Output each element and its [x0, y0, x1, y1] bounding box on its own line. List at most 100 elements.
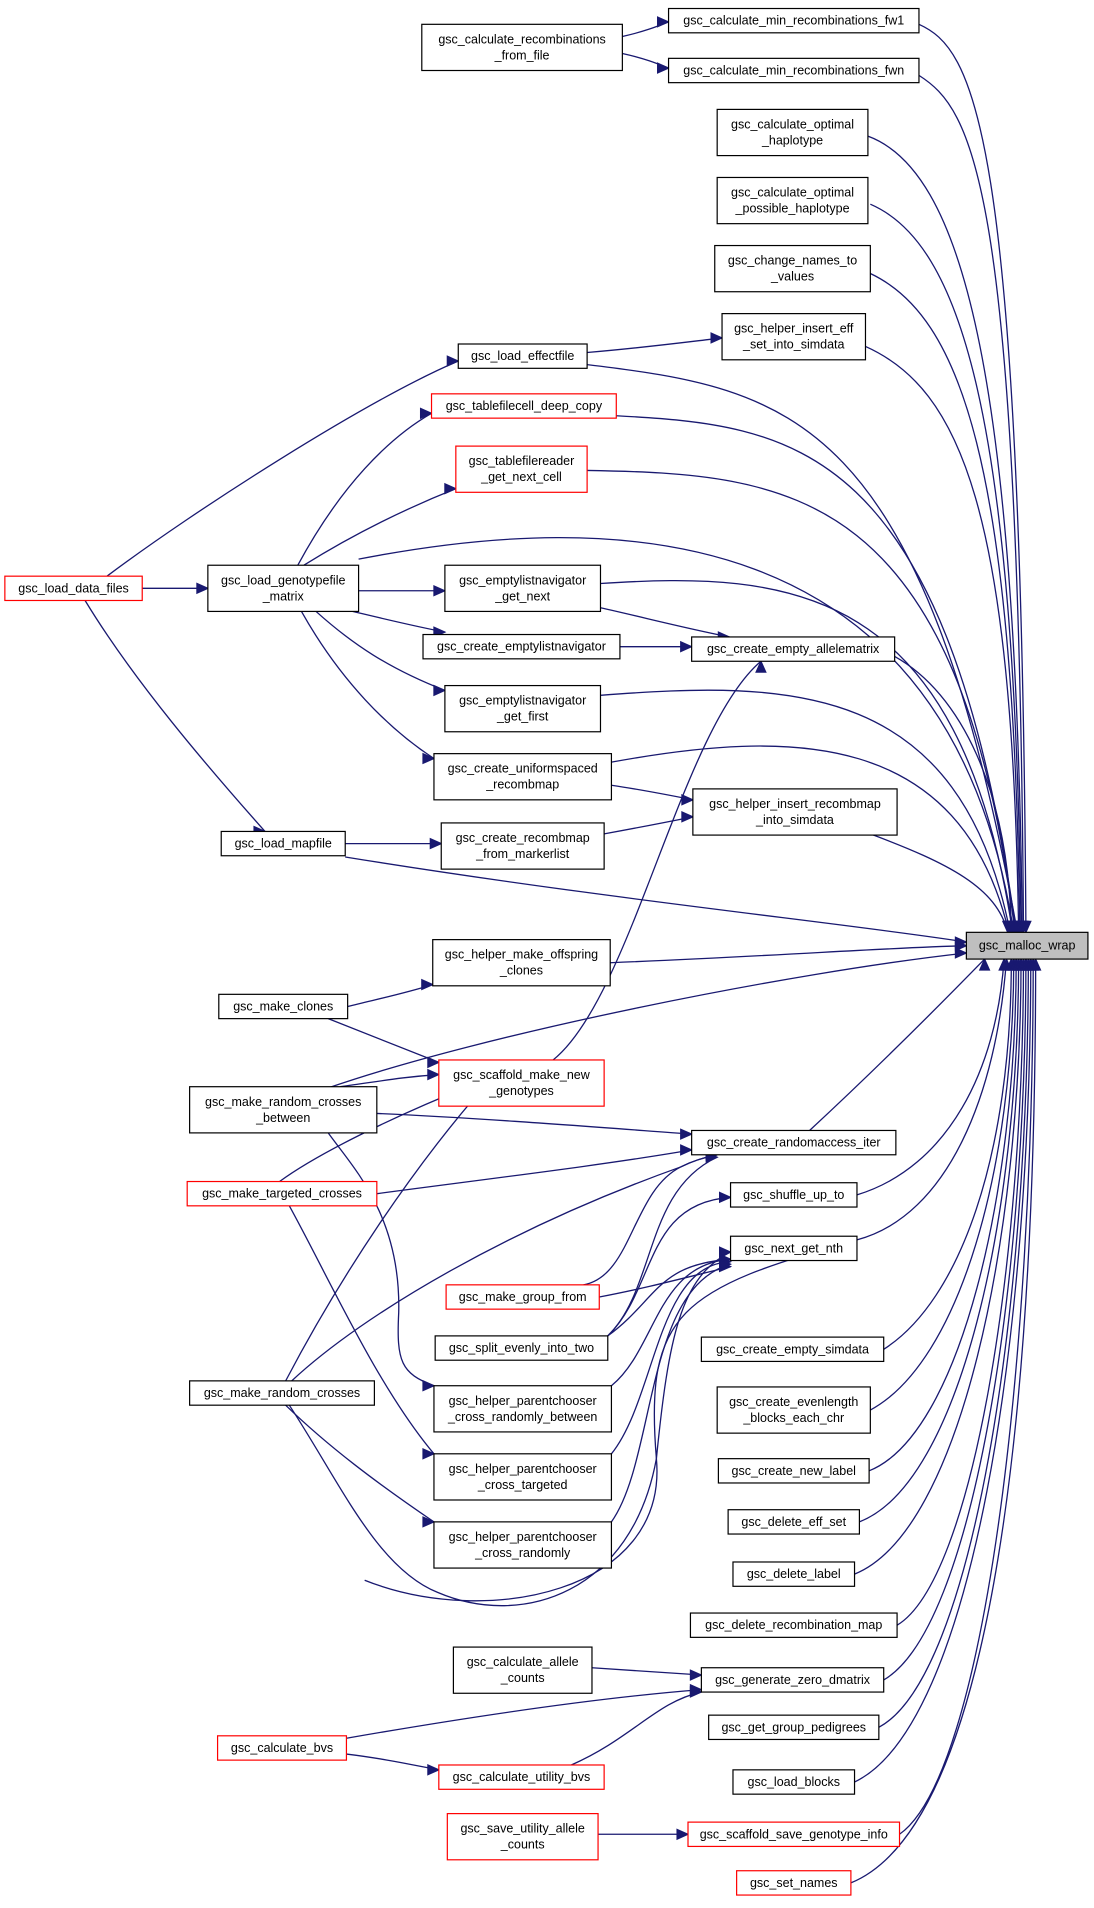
node-label: gsc_load_data_files [18, 581, 129, 595]
graph-node-gsc-create-empty-allelematrix[interactable]: gsc_create_empty_allelematrix [691, 636, 896, 662]
call-edge [810, 957, 991, 1130]
call-edge [345, 837, 443, 850]
call-edge [377, 1113, 694, 1140]
node-label: gsc_calculate_utility_bvs [453, 1770, 591, 1784]
graph-node-gsc-calculate-allele-counts[interactable]: gsc_calculate_allele_counts [452, 1646, 593, 1694]
graph-node-gsc-calculate-bvs[interactable]: gsc_calculate_bvs [216, 1735, 348, 1761]
graph-node-gsc-generate-zero-dmatrix[interactable]: gsc_generate_zero_dmatrix [700, 1667, 885, 1693]
graph-node-gsc-helper-parentchooser-cross-targeted[interactable]: gsc_helper_parentchooser_cross_targeted [433, 1453, 613, 1501]
graph-node-gsc-create-randomaccess-iter[interactable]: gsc_create_randomaccess_iter [691, 1129, 897, 1156]
node-box [729, 1235, 858, 1262]
graph-node-gsc-delete-recombination-map[interactable]: gsc_delete_recombination_map [689, 1612, 898, 1638]
graph-node-gsc-load-effectfile[interactable]: gsc_load_effectfile [457, 343, 588, 369]
node-box [691, 636, 896, 662]
graph-node-gsc-helper-insert-recombmap-into-simdata[interactable]: gsc_helper_insert_recombmap_into_simdata [692, 788, 898, 836]
graph-node-gsc-tablefilereader-get-next-cell[interactable]: gsc_tablefilereader_get_next_cell [455, 445, 588, 493]
call-edge [359, 584, 447, 597]
node-label: gsc_set_names [750, 1876, 838, 1890]
call-edge [610, 939, 968, 963]
graph-node-gsc-create-emptylistnavigator[interactable]: gsc_create_emptylistnavigator [422, 633, 621, 660]
node-label: gsc_split_evenly_into_two [449, 1341, 594, 1355]
node-label: _set_into_simdata [742, 338, 845, 352]
graph-node-gsc-set-names[interactable]: gsc_set_names [736, 1870, 852, 1896]
graph-node-gsc-load-blocks[interactable]: gsc_load_blocks [732, 1769, 856, 1795]
graph-node-gsc-make-clones[interactable]: gsc_make_clones [218, 993, 349, 1020]
node-label: _cross_randomly_between [447, 1410, 597, 1424]
graph-node-gsc-create-empty-simdata[interactable]: gsc_create_empty_simdata [700, 1336, 885, 1363]
graph-node-gsc-save-utility-allele-counts[interactable]: gsc_save_utility_allele_counts [446, 1813, 599, 1861]
graph-node-gsc-make-random-crosses[interactable]: gsc_make_random_crosses [189, 1380, 375, 1406]
node-box [667, 7, 920, 34]
node-label: _values [770, 270, 814, 284]
call-edge [587, 332, 724, 352]
node-label: gsc_create_emptylistnavigator [437, 640, 606, 654]
graph-node-gsc-create-recombmap-from-markerlist[interactable]: gsc_create_recombmap_from_markerlist [440, 822, 605, 870]
graph-node-gsc-load-genotypefile-matrix[interactable]: gsc_load_genotypefile_matrix [207, 564, 360, 613]
graph-node-gsc-load-mapfile[interactable]: gsc_load_mapfile [220, 830, 346, 857]
call-edge [553, 659, 767, 1060]
graph-node-gsc-calculate-optimal-possible-haplotype[interactable]: gsc_calculate_optimal_possible_haplotype [716, 176, 869, 225]
graph-node-gsc-helper-make-offspring-clones[interactable]: gsc_helper_make_offspring_clones [432, 939, 611, 987]
graph-node-gsc-scaffold-save-genotype-info[interactable]: gsc_scaffold_save_genotype_info [687, 1821, 901, 1848]
call-edge [301, 611, 436, 765]
call-edge [328, 947, 968, 1088]
graph-node-gsc-create-new-label[interactable]: gsc_create_new_label [717, 1458, 870, 1484]
node-label: gsc_make_random_crosses [204, 1386, 360, 1400]
node-box [434, 1335, 609, 1361]
graph-node-gsc-change-names-to-values[interactable]: gsc_change_names_to_values [714, 244, 871, 293]
call-edge [142, 582, 210, 595]
graph-node-gsc-helper-parentchooser-cross-randomly-between[interactable]: gsc_helper_parentchooser_cross_randomly_… [433, 1385, 613, 1433]
node-label: _counts [500, 1838, 545, 1852]
graph-node-gsc-split-evenly-into-two[interactable]: gsc_split_evenly_into_two [434, 1335, 609, 1361]
graph-node-gsc-emptylistnavigator-get-next[interactable]: gsc_emptylistnavigator_get_next [444, 564, 602, 613]
graph-node-gsc-emptylistnavigator-get-first[interactable]: gsc_emptylistnavigator_get_first [444, 684, 602, 733]
call-edge [895, 656, 1018, 934]
graph-node-gsc-create-evenlength-blocks-each-chr[interactable]: gsc_create_evenlength_blocks_each_chr [716, 1386, 871, 1434]
graph-node-gsc-next-get-nth[interactable]: gsc_next_get_nth [729, 1235, 858, 1262]
graph-node-gsc-load-data-files[interactable]: gsc_load_data_files [4, 575, 143, 602]
graph-node-gsc-helper-parentchooser-cross-randomly[interactable]: gsc_helper_parentchooser_cross_randomly [433, 1521, 613, 1569]
node-label: gsc_delete_eff_set [741, 1515, 846, 1529]
node-box [220, 830, 346, 857]
node-label: gsc_create_empty_simdata [716, 1342, 869, 1356]
node-label: _from_file [494, 48, 550, 62]
node-label: gsc_make_clones [233, 999, 333, 1013]
graph-node-gsc-helper-insert-eff-set-into-simdata[interactable]: gsc_helper_insert_eff_set_into_simdata [721, 313, 867, 361]
node-box [433, 1385, 613, 1433]
node-label: gsc_tablefilereader [469, 454, 575, 468]
graph-node-gsc-make-group-from[interactable]: gsc_make_group_from [445, 1284, 600, 1310]
graph-node-gsc-malloc-wrap[interactable]: gsc_malloc_wrap [965, 931, 1089, 960]
graph-node-gsc-delete-label[interactable]: gsc_delete_label [732, 1561, 856, 1587]
graph-node-gsc-calculate-min-recombinations-fw1[interactable]: gsc_calculate_min_recombinations_fw1 [667, 7, 920, 34]
graph-node-gsc-make-targeted-crosses[interactable]: gsc_make_targeted_crosses [186, 1180, 378, 1207]
node-label: _haplotype [761, 133, 823, 147]
graph-node-gsc-scaffold-make-new-genotypes[interactable]: gsc_scaffold_make_new_genotypes [438, 1059, 605, 1107]
graph-node-gsc-shuffle-up-to[interactable]: gsc_shuffle_up_to [729, 1182, 858, 1208]
graph-node-gsc-get-group-pedigrees[interactable]: gsc_get_group_pedigrees [708, 1714, 880, 1741]
graph-node-gsc-calculate-recombinations-from-file[interactable]: gsc_calculate_recombinations _from_file [421, 23, 623, 72]
graph-node-gsc-calculate-optimal-haplotype[interactable]: gsc_calculate_optimal_haplotype [716, 108, 869, 157]
node-box [433, 1521, 613, 1569]
node-label: gsc_calculate_recombinations [438, 32, 605, 46]
node-box [700, 1336, 885, 1363]
graph-node-gsc-calculate-min-recombinations-fwn[interactable]: gsc_calculate_min_recombinations_fwn [667, 57, 920, 84]
node-label: gsc_helper_parentchooser [449, 1462, 597, 1476]
graph-node-gsc-tablefilecell-deep-copy[interactable]: gsc_tablefilecell_deep_copy [430, 393, 617, 419]
graph-node-gsc-make-random-crosses-between[interactable]: gsc_make_random_crosses_between [189, 1086, 378, 1134]
graph-node-gsc-calculate-utility-bvs[interactable]: gsc_calculate_utility_bvs [438, 1764, 605, 1790]
call-edge [328, 1133, 436, 1392]
node-label: gsc_shuffle_up_to [743, 1188, 844, 1202]
call-edge [289, 1206, 436, 1460]
node-label: gsc_delete_label [747, 1567, 841, 1581]
call-edge [348, 978, 435, 1007]
node-label: gsc_helper_insert_recombmap [709, 797, 881, 811]
call-edge [611, 746, 1015, 934]
graph-node-gsc-create-uniformspaced-recombmap[interactable]: gsc_create_uniformspaced_recombmap [433, 753, 613, 801]
graph-node-gsc-delete-eff-set[interactable]: gsc_delete_eff_set [727, 1509, 860, 1535]
node-box [716, 1386, 871, 1434]
call-edge [599, 1260, 733, 1297]
call-edge [592, 1668, 703, 1681]
node-box [216, 1735, 348, 1761]
call-edge [857, 957, 1010, 1195]
